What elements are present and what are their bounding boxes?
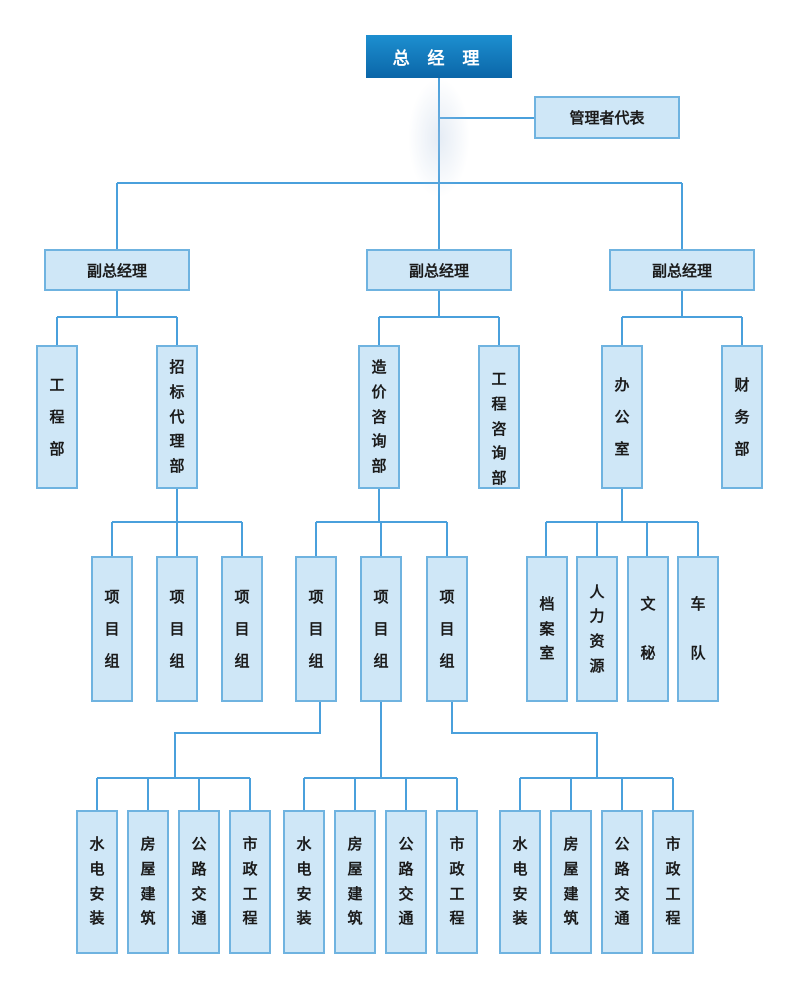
specialty-box[interactable]: 水电安装 [76, 810, 118, 954]
specialty-box[interactable]: 市政工程 [652, 810, 694, 954]
specialty-label: 房屋建筑 [347, 835, 363, 928]
section-human-resources-label: 人力资源 [589, 582, 605, 675]
project-group-box[interactable]: 项目组 [295, 556, 337, 702]
specialty-box[interactable]: 市政工程 [436, 810, 478, 954]
connector-office-sections [545, 489, 699, 556]
deputy-gm-box-1[interactable]: 副总经理 [44, 249, 190, 291]
connector-d3-depts [621, 291, 743, 345]
section-archives-label: 档案室 [539, 594, 555, 663]
specialty-label: 水电安装 [89, 835, 105, 928]
dept-engineering-consulting-label: 工程咨询部 [491, 370, 507, 487]
dept-finance-label: 财务部 [734, 375, 750, 459]
project-group-box[interactable]: 项目组 [91, 556, 133, 702]
project-group-label: 项目组 [373, 587, 389, 671]
project-group-box[interactable]: 项目组 [360, 556, 402, 702]
specialty-box[interactable]: 水电安装 [499, 810, 541, 954]
general-manager-box[interactable]: 总 经 理 [366, 35, 512, 78]
deputy-gm-box-2[interactable]: 副总经理 [366, 249, 512, 291]
dept-office-label: 办公室 [614, 375, 630, 459]
dept-engineering-consulting[interactable]: 工程咨询部 [478, 345, 520, 489]
dept-cost-consulting[interactable]: 造价咨询部 [358, 345, 400, 489]
connector-cluster3-bar [519, 777, 674, 810]
connector-cost-groups [315, 489, 448, 556]
connector-cluster1-bar [96, 777, 251, 810]
specialty-box[interactable]: 公路交通 [178, 810, 220, 954]
section-archives[interactable]: 档案室 [526, 556, 568, 702]
specialty-label: 房屋建筑 [140, 835, 156, 928]
project-group-box[interactable]: 项目组 [156, 556, 198, 702]
dept-office[interactable]: 办公室 [601, 345, 643, 489]
specialty-box[interactable]: 市政工程 [229, 810, 271, 954]
project-group-label: 项目组 [234, 587, 250, 671]
specialty-box[interactable]: 房屋建筑 [334, 810, 376, 954]
specialty-label: 市政工程 [449, 835, 465, 928]
specialty-box[interactable]: 公路交通 [601, 810, 643, 954]
section-secretary-label: 文秘 [640, 594, 656, 663]
section-secretary[interactable]: 文秘 [627, 556, 669, 702]
project-group-label: 项目组 [169, 587, 185, 671]
specialty-label: 公路交通 [191, 835, 207, 928]
project-group-box[interactable]: 项目组 [426, 556, 468, 702]
dept-bidding-agency[interactable]: 招标代理部 [156, 345, 198, 489]
specialty-label: 水电安装 [296, 835, 312, 928]
specialty-box[interactable]: 公路交通 [385, 810, 427, 954]
connector-d2-depts [378, 291, 500, 345]
trunk-glow [408, 78, 470, 198]
dept-engineering-label: 工程部 [49, 375, 65, 459]
specialty-label: 公路交通 [614, 835, 630, 928]
project-group-label: 项目组 [439, 587, 455, 671]
section-fleet[interactable]: 车队 [677, 556, 719, 702]
specialty-box[interactable]: 水电安装 [283, 810, 325, 954]
specialty-label: 市政工程 [242, 835, 258, 928]
connector-d1-depts [56, 291, 178, 345]
connector-cluster2-bar [303, 777, 458, 810]
project-group-box[interactable]: 项目组 [221, 556, 263, 702]
specialty-label: 房屋建筑 [563, 835, 579, 928]
connector-group1-cluster [174, 702, 321, 778]
specialty-label: 水电安装 [512, 835, 528, 928]
dept-cost-consulting-label: 造价咨询部 [371, 358, 387, 476]
specialty-label: 市政工程 [665, 835, 681, 928]
dept-engineering[interactable]: 工程部 [36, 345, 78, 489]
project-group-label: 项目组 [104, 587, 120, 671]
connector-bidding-groups [111, 489, 243, 556]
specialty-label: 公路交通 [398, 835, 414, 928]
section-fleet-label: 车队 [690, 594, 706, 663]
specialty-box[interactable]: 房屋建筑 [127, 810, 169, 954]
project-group-label: 项目组 [308, 587, 324, 671]
section-human-resources[interactable]: 人力资源 [576, 556, 618, 702]
deputy-gm-box-3[interactable]: 副总经理 [609, 249, 755, 291]
connector-group3-cluster [451, 702, 598, 778]
specialty-box[interactable]: 房屋建筑 [550, 810, 592, 954]
management-rep-box[interactable]: 管理者代表 [534, 96, 680, 139]
dept-bidding-agency-label: 招标代理部 [169, 358, 185, 476]
dept-finance[interactable]: 财务部 [721, 345, 763, 489]
